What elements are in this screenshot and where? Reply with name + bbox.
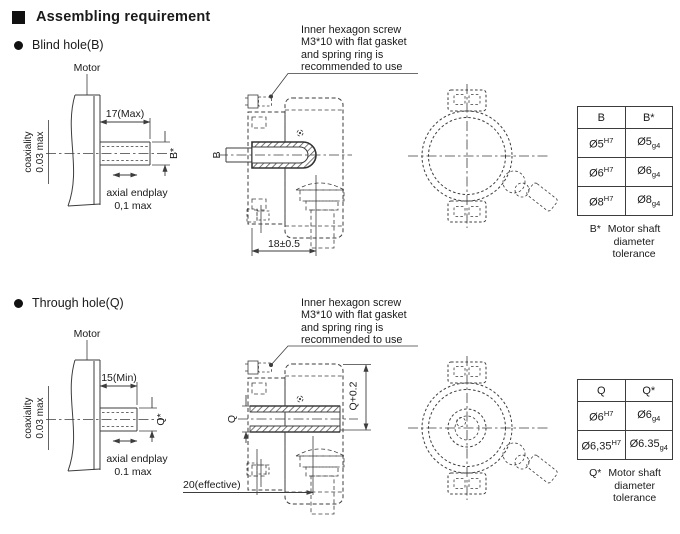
note-line: and spring ring is	[301, 321, 384, 334]
square-bullet-icon	[12, 10, 25, 24]
table-header-cell: B	[577, 106, 626, 129]
table-cell: Ø5H7	[577, 128, 626, 158]
endplay-value: 0,1 max	[114, 200, 152, 212]
table-caption: B* Motor shaft diameter tolerance	[589, 223, 661, 260]
through-motor-side-view: Motor 15(Min) Q* coaxiality 0.03 max axi…	[23, 328, 168, 478]
page-title: Assembling requirement	[36, 9, 211, 25]
table-header-cell: B*	[624, 106, 673, 129]
depth-dim: 18±0.5	[268, 238, 300, 250]
screw-note-blind: Inner hexagon screw M3*10 with flat gask…	[301, 24, 407, 73]
table-cell: Ø6g4	[624, 401, 674, 431]
blind-motor-side-view: Motor 17(Max) B* coaxiality 0.03 max axi…	[23, 62, 180, 212]
cable-gland-side	[295, 182, 345, 249]
clamp-screw-icon	[246, 205, 270, 233]
hexagon-screw-icon	[245, 94, 273, 109]
coaxiality-label: coaxiality	[23, 397, 34, 438]
table-cell: Ø6H7	[577, 401, 626, 431]
through-encoder-front-view	[408, 356, 558, 500]
table-cell: Ø6g4	[624, 157, 673, 187]
table-header-cell: Q*	[624, 379, 674, 402]
table-cell: Ø6.35g4	[624, 430, 674, 460]
effective-dim: 20(effective)	[183, 479, 241, 491]
table-caption: Q* Motor shaft diameter tolerance	[589, 467, 661, 504]
page-title-row: Assembling requirement	[12, 9, 210, 25]
through-tolerance-table: Q Q* Ø6H7 Ø6g4 Ø6,35H7 Ø6.35g4 Q* Motor …	[577, 379, 674, 505]
note-line: recommended to use	[301, 60, 403, 73]
note-leader-line	[270, 73, 418, 97]
table-cell: Ø6,35H7	[577, 430, 626, 460]
note-line: M3*10 with flat gasket	[301, 36, 407, 49]
note-leader-line	[270, 345, 418, 366]
motor-label: Motor	[74, 328, 101, 340]
note-line: M3*10 with flat gasket	[301, 309, 407, 322]
blind-tolerance-table: B B* Ø5H7 Ø5g4 Ø6H7 Ø6g4 Ø8H7 Ø8g4 B* Mo…	[577, 106, 673, 261]
coaxiality-value: 0.03 max	[35, 397, 46, 438]
cable-gland-front	[502, 170, 558, 212]
endplay-value: 0.1 max	[114, 466, 152, 478]
endplay-label: axial endplay	[106, 187, 168, 199]
shaft-length-dim: 15(Min)	[101, 372, 137, 384]
note-line: and spring ring is	[301, 48, 384, 61]
endplay-label: axial endplay	[106, 453, 168, 465]
note-line: Inner hexagon screw	[301, 297, 402, 309]
blind-encoder-front-view	[408, 84, 558, 228]
blind-encoder-section-view: B 18±0.5	[211, 73, 418, 256]
caption-prefix: Q*	[589, 467, 602, 479]
shaft-diameter-label: B*	[168, 148, 180, 159]
table-cell: Ø5g4	[624, 128, 673, 158]
bore-label: Q	[226, 415, 238, 423]
cable-gland-side	[295, 448, 345, 515]
table-header-cell: Q	[577, 379, 626, 402]
motor-label: Motor	[74, 62, 101, 74]
circle-bullet-icon	[14, 40, 23, 50]
bore-label: B	[211, 151, 223, 158]
table-cell: Ø8g4	[624, 186, 673, 216]
section-heading-blind: Blind hole(B)	[14, 38, 104, 52]
through-hole-shaft	[238, 405, 358, 433]
through-encoder-section-view: Q Q+0.2 20(effective)	[183, 345, 418, 515]
fit-dim: Q+0.2	[348, 381, 360, 410]
circle-bullet-icon	[14, 298, 23, 308]
caption-prefix: B*	[589, 223, 601, 235]
note-line: Inner hexagon screw	[301, 24, 402, 36]
hexagon-screw-icon	[245, 360, 273, 375]
through-heading-label: Through hole(Q)	[32, 296, 124, 310]
table-cell: Ø6H7	[577, 157, 626, 187]
coaxiality-value: 0.03 max	[35, 131, 46, 172]
section-heading-through: Through hole(Q)	[14, 296, 124, 310]
screw-note-through: Inner hexagon screw M3*10 with flat gask…	[301, 297, 407, 346]
shaft-length-dim: 17(Max)	[106, 108, 145, 120]
note-line: recommended to use	[301, 333, 403, 346]
cable-gland-front	[502, 442, 558, 484]
clamp-screw-icon	[246, 459, 270, 487]
table-cell: Ø8H7	[577, 186, 626, 216]
coaxiality-label: coaxiality	[23, 131, 34, 172]
blind-heading-label: Blind hole(B)	[32, 38, 104, 52]
shaft-diameter-label: Q*	[155, 413, 167, 425]
